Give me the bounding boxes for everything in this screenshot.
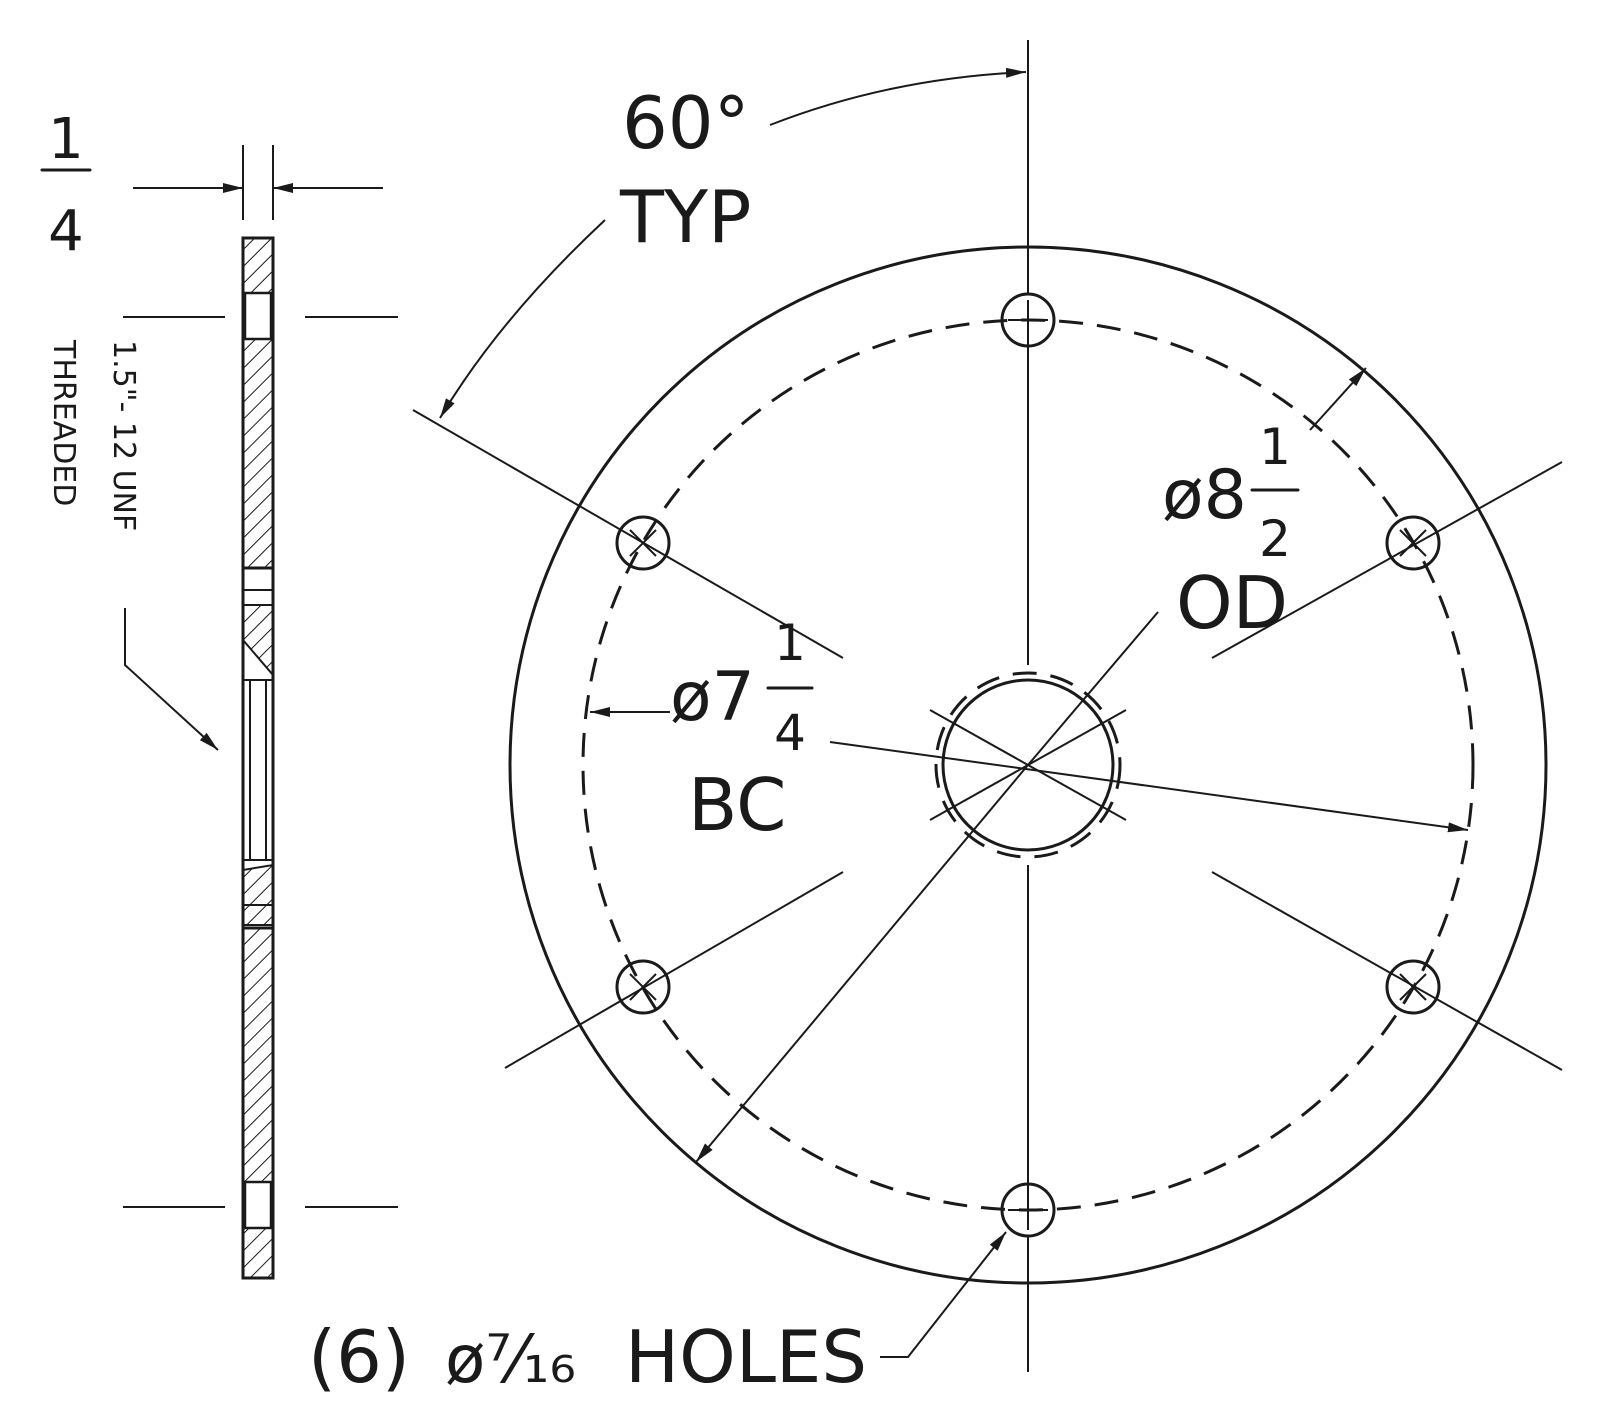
- od-numerator: 1: [1259, 418, 1291, 476]
- od-whole: ø8: [1162, 456, 1247, 535]
- angle-label: 60° TYP: [619, 81, 751, 259]
- radial-centerline-upper-right: [1211, 461, 1563, 659]
- center-bore-circle: [941, 678, 1115, 852]
- bc-whole: ø7: [670, 658, 755, 737]
- radial-centerline-lower-left: [504, 871, 844, 1069]
- bolt-hole-upper-left: [615, 515, 671, 571]
- holes-leader: [880, 1231, 1007, 1358]
- section-upper-hatch: [241, 236, 275, 570]
- bolt-hole-lower-left: [615, 959, 671, 1015]
- bc-dimension-line: [829, 741, 1469, 833]
- bc-denominator: 4: [774, 704, 806, 762]
- angle-value: 60°: [622, 81, 750, 165]
- thread-spec: 1.5"- 12 UNF: [106, 340, 141, 531]
- od-label: ø8 1 2 OD: [1162, 418, 1300, 645]
- holes-note: HOLES: [625, 1315, 867, 1399]
- section-view: [123, 145, 398, 1280]
- radial-centerline-lower-right: [1211, 871, 1563, 1071]
- holes-count: (6): [308, 1315, 410, 1399]
- bolt-hole-upper-right: [1385, 515, 1441, 571]
- thread-label: 1.5"- 12 UNF THREADED: [46, 339, 141, 531]
- front-view: [412, 40, 1563, 1372]
- od-note: OD: [1176, 561, 1288, 645]
- od-dimension-line: [1027, 611, 1159, 766]
- bolt-hole-bottom: [1000, 1182, 1056, 1238]
- thread-note: THREADED: [46, 339, 81, 506]
- thread-leader: [124, 608, 219, 751]
- holes-label: (6) ø⁷⁄₁₆ HOLES: [308, 1315, 867, 1399]
- thickness-denominator: 4: [48, 199, 84, 264]
- holes-diameter: ø⁷⁄₁₆: [445, 1321, 576, 1398]
- bolt-hole-top: [1000, 292, 1056, 348]
- bc-note: BC: [688, 763, 786, 847]
- thickness-label: 1 4: [40, 107, 92, 264]
- angle-arc-upper: [769, 67, 1027, 126]
- angle-arc-lower: [439, 219, 606, 419]
- bolt-hole-lower-right: [1385, 959, 1441, 1015]
- bc-numerator: 1: [774, 614, 806, 672]
- angle-typ: TYP: [619, 175, 751, 259]
- radial-centerline-upper-left: [412, 409, 844, 659]
- od-denominator: 2: [1259, 510, 1291, 568]
- bc-label: ø7 1 4 BC: [670, 614, 814, 847]
- thickness-numerator: 1: [48, 107, 84, 172]
